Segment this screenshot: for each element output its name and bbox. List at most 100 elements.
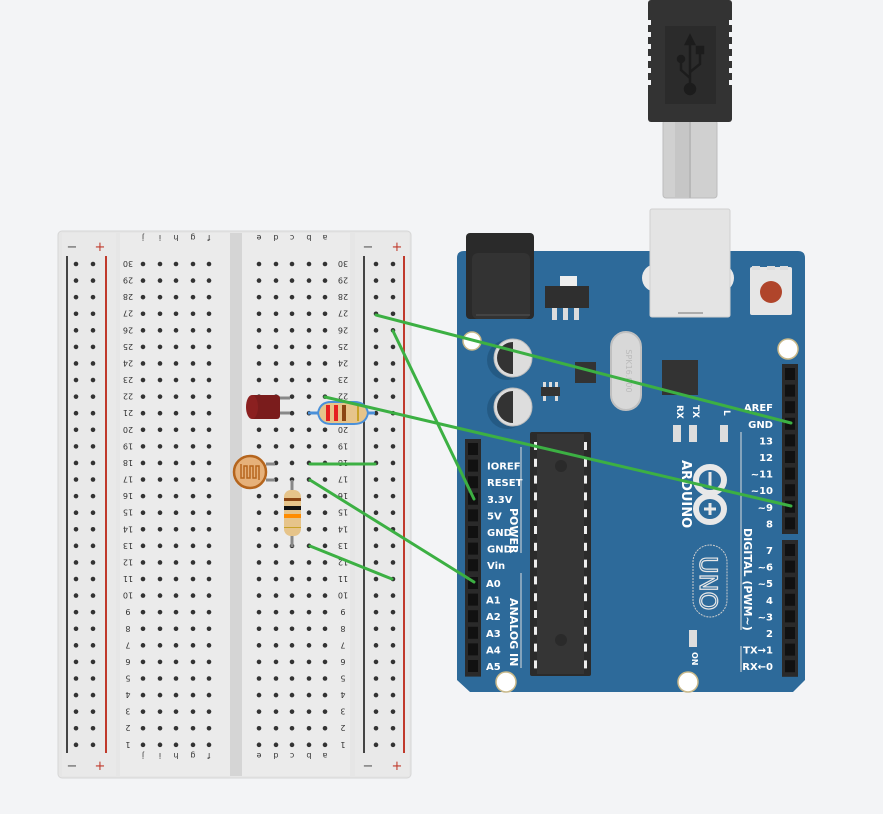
breadboard-hole[interactable] <box>157 543 163 549</box>
breadboard-hole[interactable] <box>190 493 196 499</box>
breadboard-hole[interactable] <box>273 427 279 433</box>
breadboard-hole[interactable] <box>206 576 212 582</box>
breadboard-hole[interactable] <box>173 659 179 665</box>
rail-hole[interactable] <box>90 427 96 433</box>
breadboard-hole[interactable] <box>157 361 163 366</box>
breadboard-hole[interactable] <box>190 626 196 632</box>
usb-cable[interactable] <box>648 0 732 199</box>
breadboard-hole[interactable] <box>306 526 312 532</box>
breadboard-hole[interactable] <box>306 643 312 648</box>
rail-hole[interactable] <box>373 676 379 681</box>
breadboard-hole[interactable] <box>140 377 146 383</box>
rail-hole[interactable] <box>73 626 79 632</box>
breadboard-hole[interactable] <box>173 377 179 383</box>
breadboard-hole[interactable] <box>306 493 312 499</box>
breadboard-hole[interactable] <box>306 560 312 565</box>
breadboard-hole[interactable] <box>289 593 295 598</box>
breadboard-hole[interactable] <box>322 493 328 499</box>
breadboard-hole[interactable] <box>190 394 196 399</box>
arduino-uno-board[interactable]: SPK16.000 RX TX L ON <box>457 208 805 693</box>
breadboard-hole[interactable] <box>173 444 179 449</box>
breadboard-hole[interactable] <box>157 477 163 482</box>
rail-hole[interactable] <box>73 643 79 648</box>
breadboard-hole[interactable] <box>256 444 262 449</box>
breadboard-hole[interactable] <box>273 626 279 632</box>
breadboard-hole[interactable] <box>273 659 279 665</box>
breadboard-hole[interactable] <box>206 626 212 632</box>
breadboard-hole[interactable] <box>273 676 279 681</box>
breadboard-hole[interactable] <box>173 294 179 300</box>
rail-hole[interactable] <box>90 344 96 350</box>
breadboard-hole[interactable] <box>173 410 179 416</box>
breadboard-hole[interactable] <box>206 543 212 549</box>
header-pin[interactable] <box>468 443 478 455</box>
rail-hole[interactable] <box>90 676 96 681</box>
wire-5v[interactable] <box>391 329 476 501</box>
breadboard-hole[interactable] <box>322 742 328 748</box>
breadboard-hole[interactable] <box>140 278 146 283</box>
rail-hole[interactable] <box>373 261 379 267</box>
breadboard-hole[interactable] <box>206 294 212 300</box>
rail-hole[interactable] <box>390 643 396 648</box>
breadboard-hole[interactable] <box>256 676 262 681</box>
breadboard-hole[interactable] <box>256 626 262 632</box>
breadboard-hole[interactable] <box>206 410 212 416</box>
breadboard-hole[interactable] <box>140 609 146 615</box>
breadboard-hole[interactable] <box>190 742 196 748</box>
breadboard-hole[interactable] <box>190 311 196 317</box>
breadboard-hole[interactable] <box>173 643 179 648</box>
breadboard-hole[interactable] <box>206 609 212 615</box>
header-pin[interactable] <box>785 451 795 463</box>
rail-hole[interactable] <box>90 659 96 665</box>
breadboard-hole[interactable] <box>306 659 312 665</box>
breadboard-hole[interactable] <box>322 510 328 515</box>
breadboard-hole[interactable] <box>273 692 279 698</box>
breadboard-hole[interactable] <box>157 294 163 300</box>
breadboard-hole[interactable] <box>140 643 146 648</box>
breadboard-hole[interactable] <box>322 328 328 333</box>
breadboard-hole[interactable] <box>306 709 312 714</box>
breadboard-hole[interactable] <box>173 427 179 433</box>
breadboard-hole[interactable] <box>157 526 163 532</box>
breadboard-hole[interactable] <box>140 427 146 433</box>
breadboard-hole[interactable] <box>206 377 212 383</box>
breadboard-hole[interactable] <box>273 742 279 748</box>
breadboard-hole[interactable] <box>190 593 196 598</box>
breadboard-hole[interactable] <box>190 427 196 433</box>
rail-hole[interactable] <box>390 493 396 499</box>
breadboard-hole[interactable] <box>173 543 179 549</box>
breadboard-hole[interactable] <box>322 377 328 383</box>
rail-hole[interactable] <box>73 361 79 366</box>
breadboard-hole[interactable] <box>289 344 295 350</box>
breadboard-hole[interactable] <box>273 709 279 714</box>
rail-hole[interactable] <box>90 560 96 565</box>
breadboard-hole[interactable] <box>190 294 196 300</box>
breadboard-hole[interactable] <box>322 725 328 731</box>
breadboard-hole[interactable] <box>140 692 146 698</box>
breadboard-hole[interactable] <box>190 477 196 482</box>
breadboard-hole[interactable] <box>273 377 279 383</box>
breadboard-hole[interactable] <box>256 427 262 433</box>
rail-hole[interactable] <box>90 510 96 515</box>
rail-hole[interactable] <box>73 543 79 549</box>
rail-hole[interactable] <box>390 709 396 714</box>
rail-hole[interactable] <box>373 560 379 565</box>
breadboard-hole[interactable] <box>256 344 262 350</box>
breadboard-hole[interactable] <box>206 361 212 366</box>
breadboard-hole[interactable] <box>206 510 212 515</box>
breadboard-hole[interactable] <box>173 526 179 532</box>
breadboard-hole[interactable] <box>157 311 163 317</box>
breadboard-hole[interactable] <box>256 543 262 549</box>
breadboard-hole[interactable] <box>190 444 196 449</box>
breadboard-hole[interactable] <box>273 361 279 366</box>
header-pin[interactable] <box>785 560 795 573</box>
rail-hole[interactable] <box>390 460 396 466</box>
rail-hole[interactable] <box>90 377 96 383</box>
breadboard-hole[interactable] <box>306 328 312 333</box>
breadboard-hole[interactable] <box>173 477 179 482</box>
breadboard-hole[interactable] <box>256 261 262 267</box>
breadboard-hole[interactable] <box>322 294 328 300</box>
rail-hole[interactable] <box>373 709 379 714</box>
header-pin[interactable] <box>468 559 478 572</box>
